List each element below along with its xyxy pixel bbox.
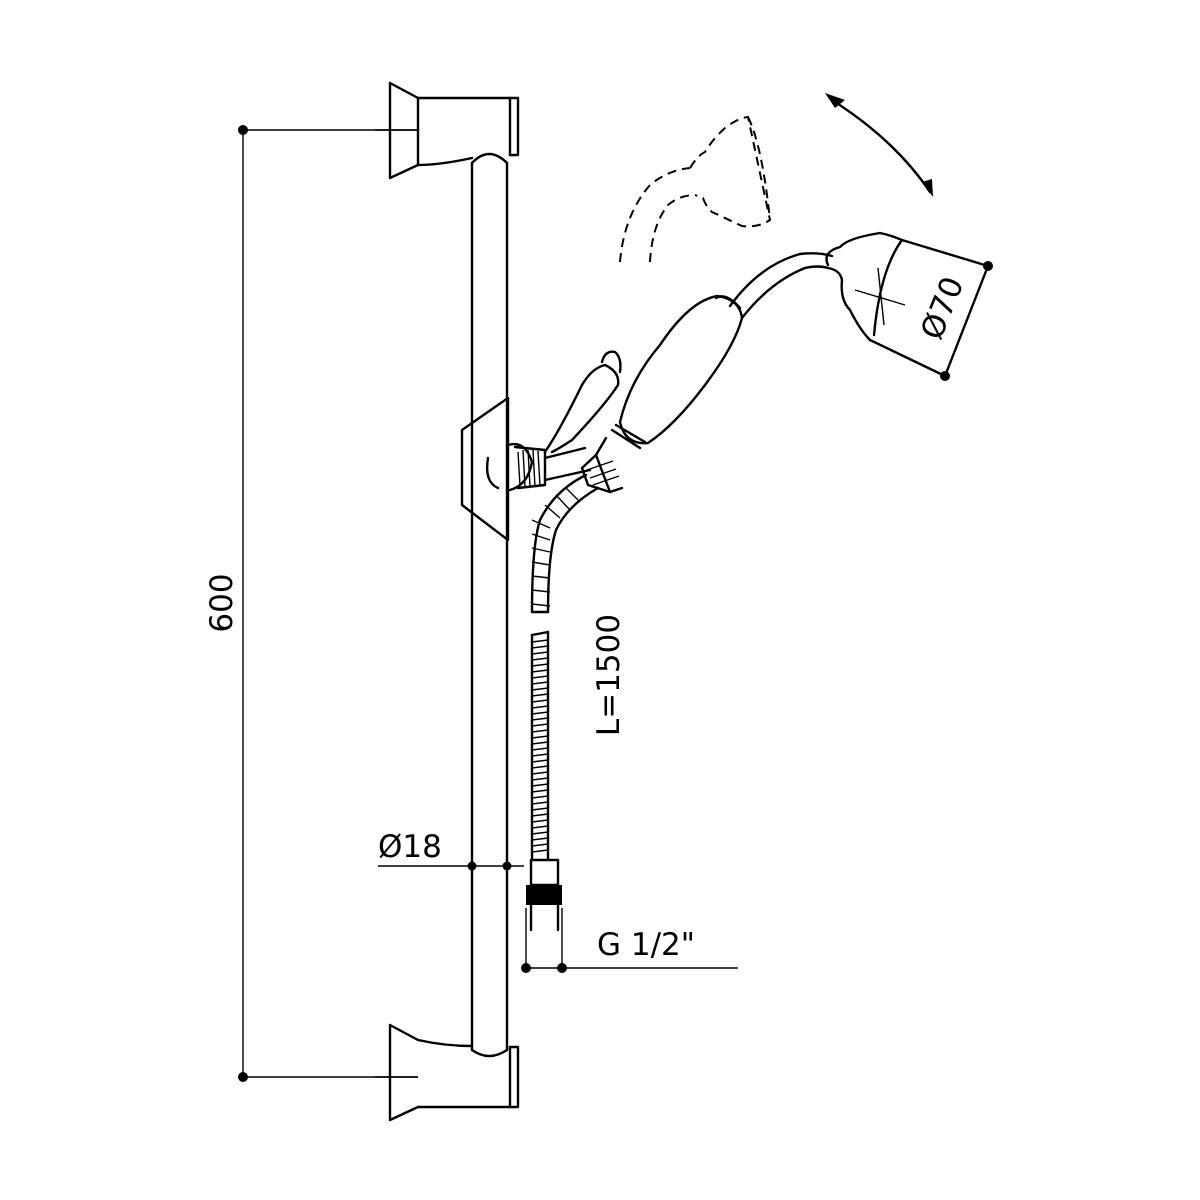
hose-end-nut <box>526 858 562 932</box>
flexible-hose <box>530 473 600 862</box>
slider-holder <box>460 350 622 542</box>
hose-length-label: L=1500 <box>591 614 627 736</box>
hose-thread-label: G 1/2" <box>597 927 695 963</box>
wall-bracket-top <box>388 81 520 180</box>
wall-bracket-bottom <box>388 1023 520 1122</box>
slide-bar <box>470 152 509 1058</box>
rotation-arrow <box>825 93 933 197</box>
bar-diameter-label: Ø18 <box>378 829 442 865</box>
shower-head-alternate-position <box>619 115 772 263</box>
dimension-bar-diameter <box>378 861 524 871</box>
dimension-hose-thread <box>521 908 738 973</box>
bar-length-label: 600 <box>204 573 240 632</box>
dimension-head-diameter <box>869 239 993 381</box>
shower-head <box>825 231 990 378</box>
hand-shower-handle <box>580 252 834 494</box>
dimension-bar-length <box>238 125 418 1082</box>
